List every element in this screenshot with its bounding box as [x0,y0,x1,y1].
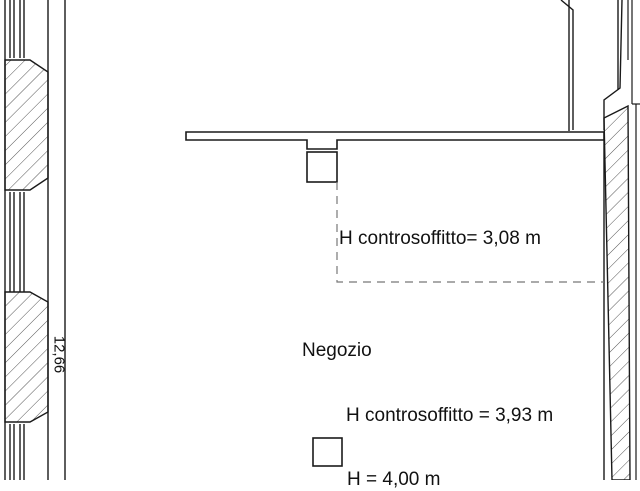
column-square [312,437,343,467]
floor-plan [4,0,640,480]
height-label: H = 4,00 m [347,469,441,490]
right-window [627,0,640,480]
partition-wall [185,131,605,150]
ceiling-height-label: H controsoffitto= 3,08 m [339,228,541,249]
upper-room-walls [560,0,623,480]
ceiling-area-outline [336,182,604,283]
hatched-pillar [4,291,49,423]
ceiling-height-label: H controsoffitto = 3,93 m [346,405,554,426]
column-square [306,151,338,183]
room-label: Negozio [302,340,372,361]
hatched-wall [603,104,631,480]
hatched-pillar [4,59,49,191]
dimension-label: 12,66 [50,335,68,374]
